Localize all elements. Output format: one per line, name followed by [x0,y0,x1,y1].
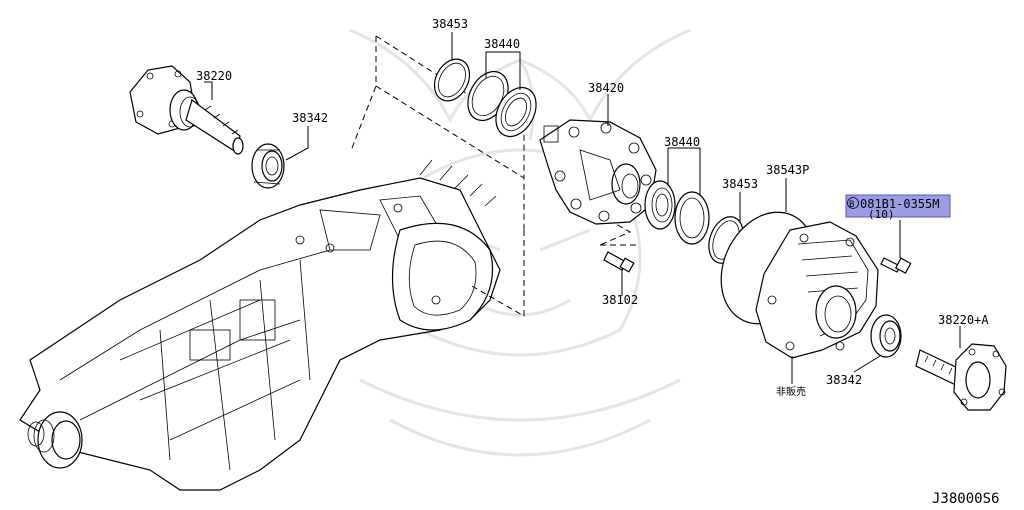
callout-38102[interactable]: 38102 [602,293,638,307]
part-38440-top-bearing[interactable] [460,65,544,144]
transmission-case [19,159,501,491]
b-marker-icon [847,197,859,209]
rear-cover [755,221,879,359]
not-for-sale-note: 非販売 [776,385,806,398]
part-38453-top-shim[interactable] [428,53,477,107]
callout-38453-top[interactable]: 38453 [432,17,468,31]
highlight-box [845,194,951,218]
part-081b1-0355m-bolt[interactable] [880,257,912,274]
part-38220-shaft[interactable] [129,65,244,155]
part-38102-bolt[interactable] [603,251,635,273]
b-marker-letter: B [849,200,854,210]
diagram-id: J38000S6 [932,491,999,507]
callout-38420[interactable]: 38420 [588,81,624,95]
callout-38543p[interactable]: 38543P [766,163,809,177]
part-38420-differential-case[interactable] [539,119,657,225]
part-38342-right-bearing[interactable] [870,314,902,358]
callout-38440-mid[interactable]: 38440 [664,135,700,149]
callout-38440-top[interactable]: 38440 [484,37,520,51]
callout-38342-right[interactable]: 38342 [826,373,862,387]
callout-38220[interactable]: 38220 [196,69,232,83]
callout-38342-left[interactable]: 38342 [292,111,328,125]
callout-38220-a[interactable]: 38220+A [938,313,989,327]
part-38342-left-bearing[interactable] [251,143,285,189]
part-38220-a-shaft[interactable] [915,343,1007,411]
highlighted-callout[interactable]: B 081B1-0355M (10) [845,194,951,221]
callout-38453-mid[interactable]: 38453 [722,177,758,191]
callout-qty: (10) [868,208,895,221]
leader-lines [204,32,961,384]
callout-081b1-0355m[interactable]: 081B1-0355M [860,197,939,211]
part-38440-mid-bearing[interactable] [644,180,710,245]
